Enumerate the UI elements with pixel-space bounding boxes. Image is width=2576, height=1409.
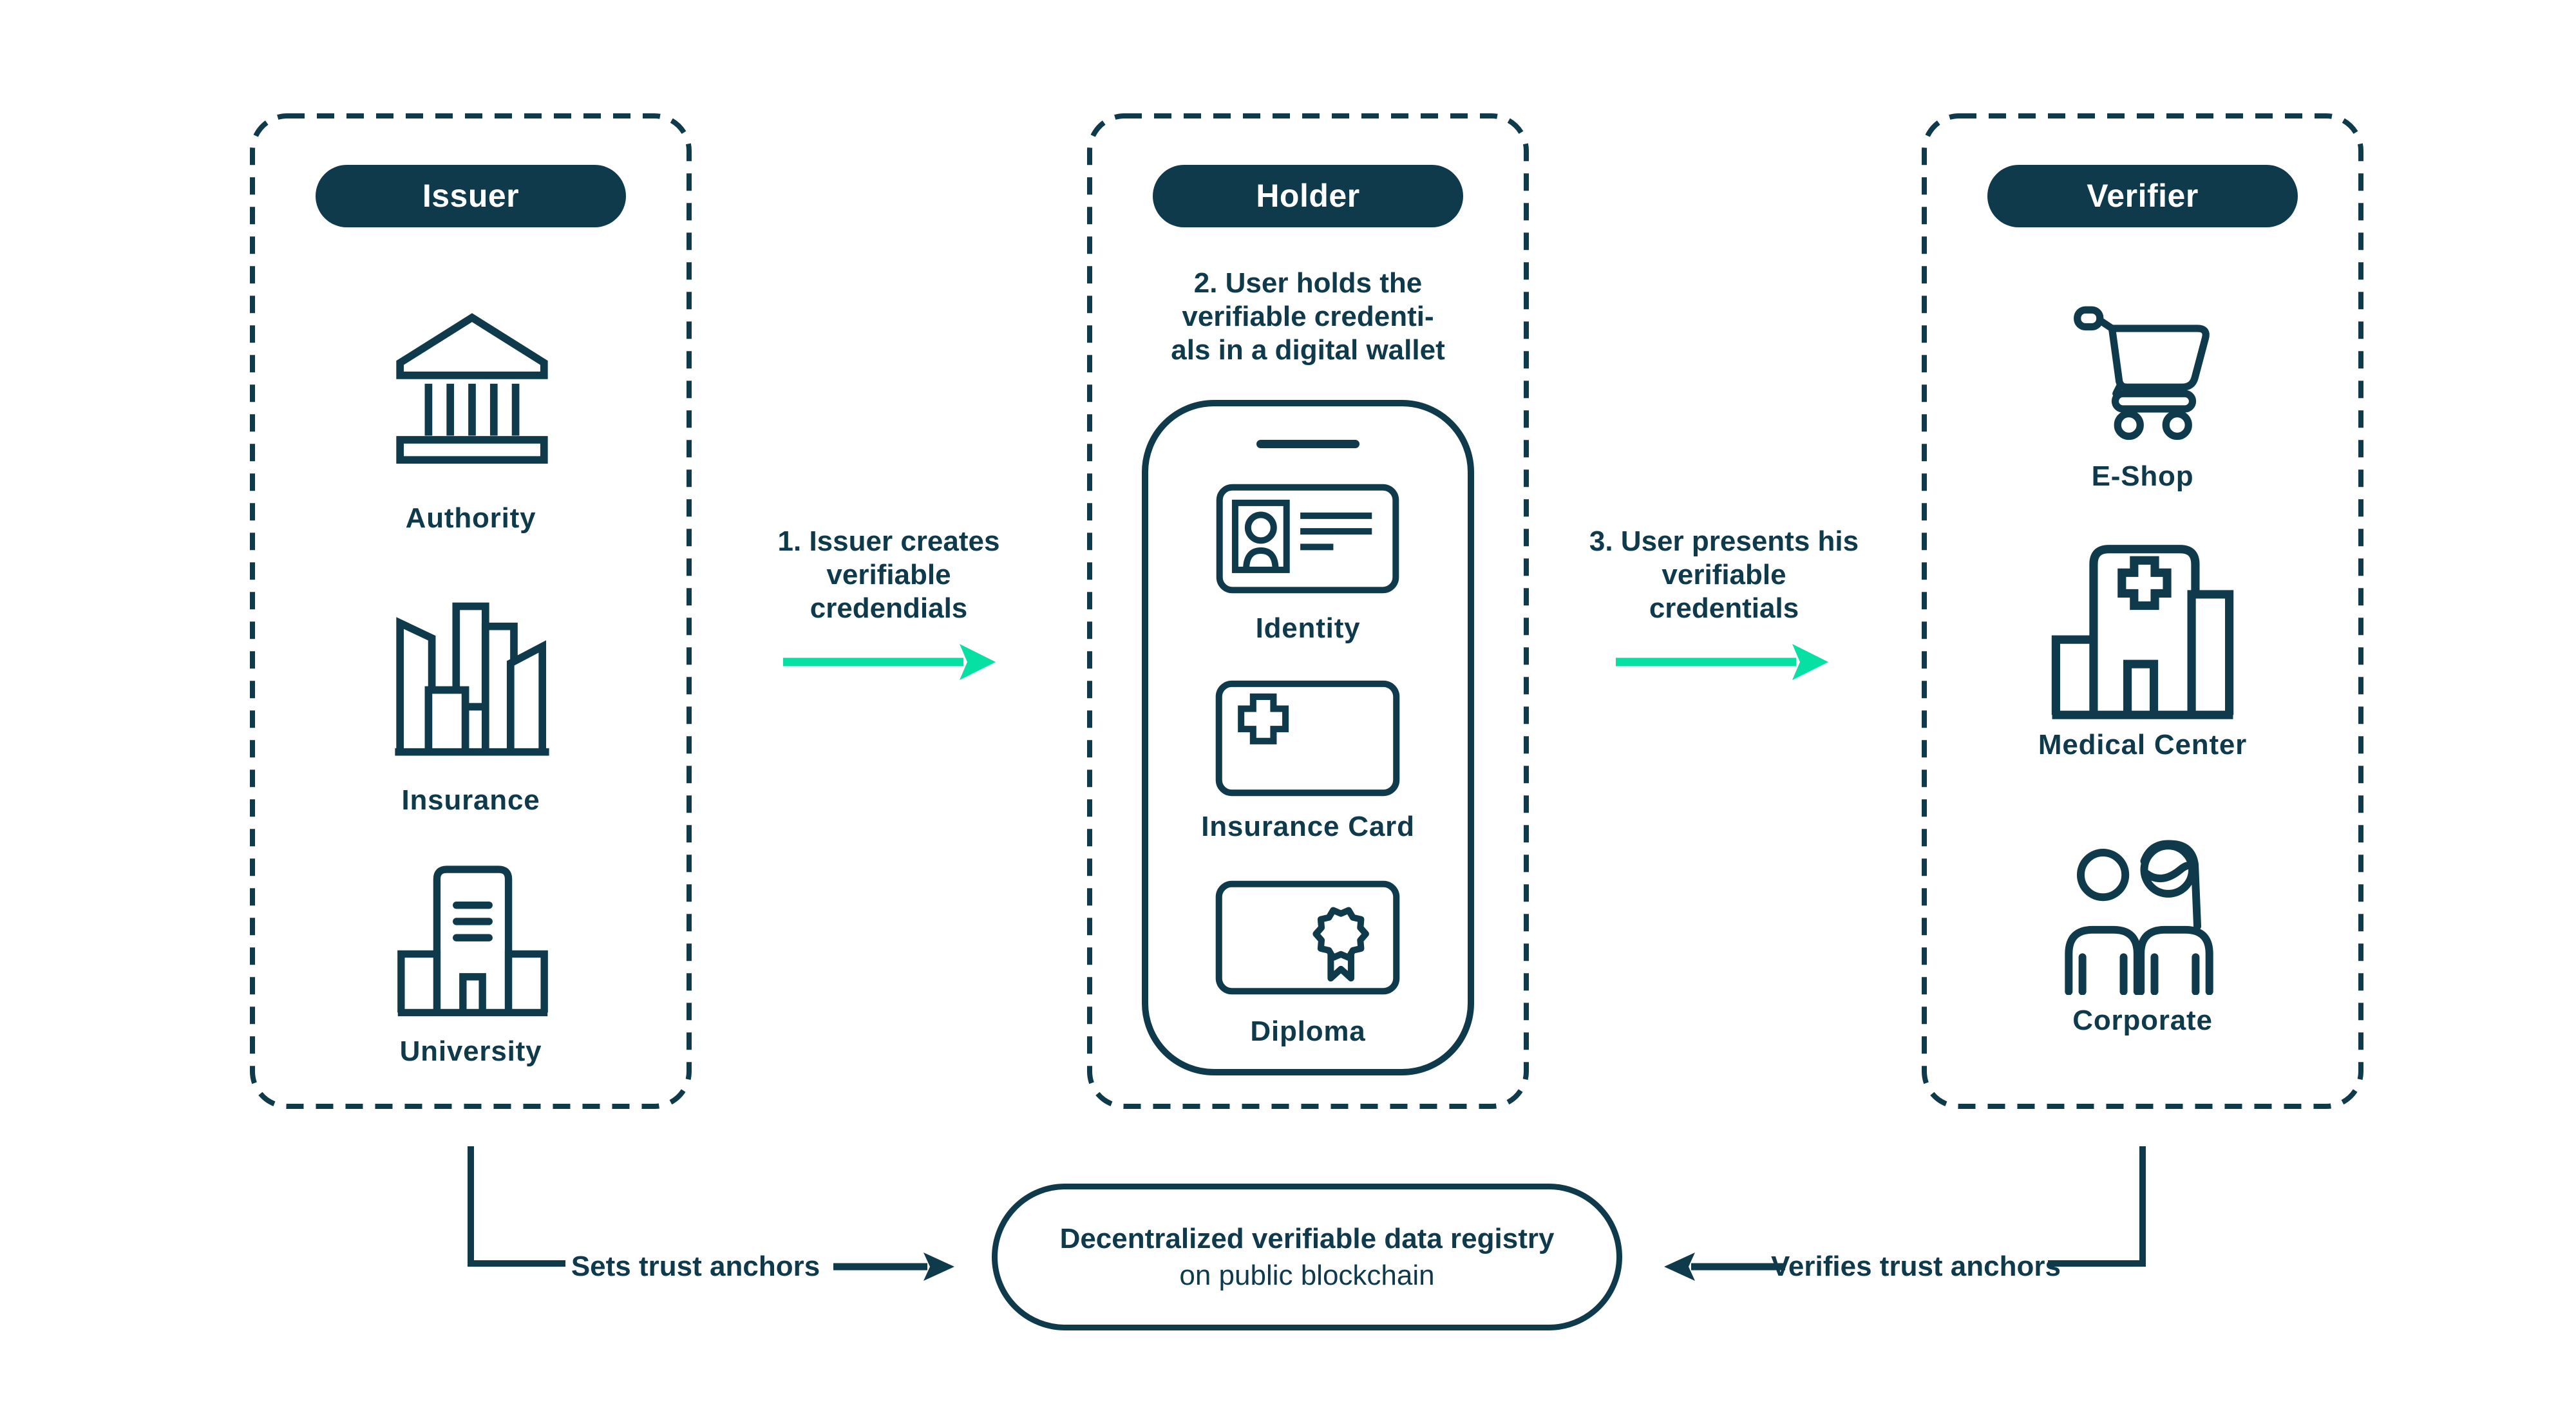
verifies-trust-anchors-label: Verifies trust anchors	[1771, 1251, 2061, 1282]
flow-1-arrow-right-icon	[783, 644, 996, 680]
data-registry-pill: Decentralized verifiable data registry o…	[992, 1184, 1622, 1330]
registry-subtitle: on public blockchain	[1179, 1260, 1435, 1291]
bank-icon	[396, 313, 548, 464]
registry-title: Decentralized verifiable data registry	[1059, 1223, 1555, 1254]
id-card-icon	[1216, 484, 1399, 594]
sets-arrow-right-icon	[833, 1253, 954, 1281]
flow-2-arrow-right-icon	[1616, 644, 1828, 680]
city-buildings-icon	[395, 602, 549, 756]
item-label: E-Shop	[2091, 460, 2194, 492]
item-label: Diploma	[1250, 1016, 1366, 1047]
hospital-icon	[2051, 545, 2234, 719]
medical-cross-icon	[1215, 680, 1400, 797]
verifier-down-line	[2139, 1146, 2146, 1263]
dashed-border	[1922, 113, 2363, 1109]
shopping-cart-icon	[2074, 306, 2210, 440]
dashed-border	[250, 113, 692, 1109]
item-label: Identity	[1255, 612, 1361, 644]
university-building-icon	[397, 865, 548, 1017]
item-label: Insurance	[401, 784, 540, 816]
flow-2-text: 3. User presents his verifiable credenti…	[1589, 525, 1859, 624]
flow-1-text: 1. Issuer creates verifiable credendials	[777, 525, 1000, 624]
verifier-pill: Verifier	[1987, 165, 2298, 227]
item-label: Medical Center	[2038, 729, 2248, 761]
holder-column: Holder 2. User holds the verifiable cred…	[1087, 113, 1529, 1109]
issuer-down-line	[468, 1146, 474, 1263]
item-label: Corporate	[2072, 1005, 2213, 1036]
issuer-elbow-line	[468, 1260, 565, 1267]
dashed-border	[1087, 113, 1529, 1109]
holder-pill: Holder	[1153, 165, 1463, 227]
sets-trust-anchors-label: Sets trust anchors	[571, 1251, 820, 1282]
phone-speaker	[1256, 440, 1359, 448]
verifier-column: Verifier E-Shop Medical C	[1922, 113, 2363, 1109]
award-rosette-icon	[1215, 880, 1400, 995]
issuer-column: Issuer Authority Insuranc	[250, 113, 692, 1109]
item-label: Insurance Card	[1201, 811, 1415, 842]
two-people-icon	[2065, 840, 2213, 995]
verifier-elbow-line	[2048, 1260, 2146, 1267]
verifies-arrow-left-icon	[1664, 1253, 1785, 1281]
item-label: Authority	[405, 502, 536, 534]
issuer-pill: Issuer	[316, 165, 626, 227]
holder-step-note: 2. User holds the verifiable credenti- a…	[1171, 267, 1445, 366]
item-label: University	[399, 1035, 542, 1067]
